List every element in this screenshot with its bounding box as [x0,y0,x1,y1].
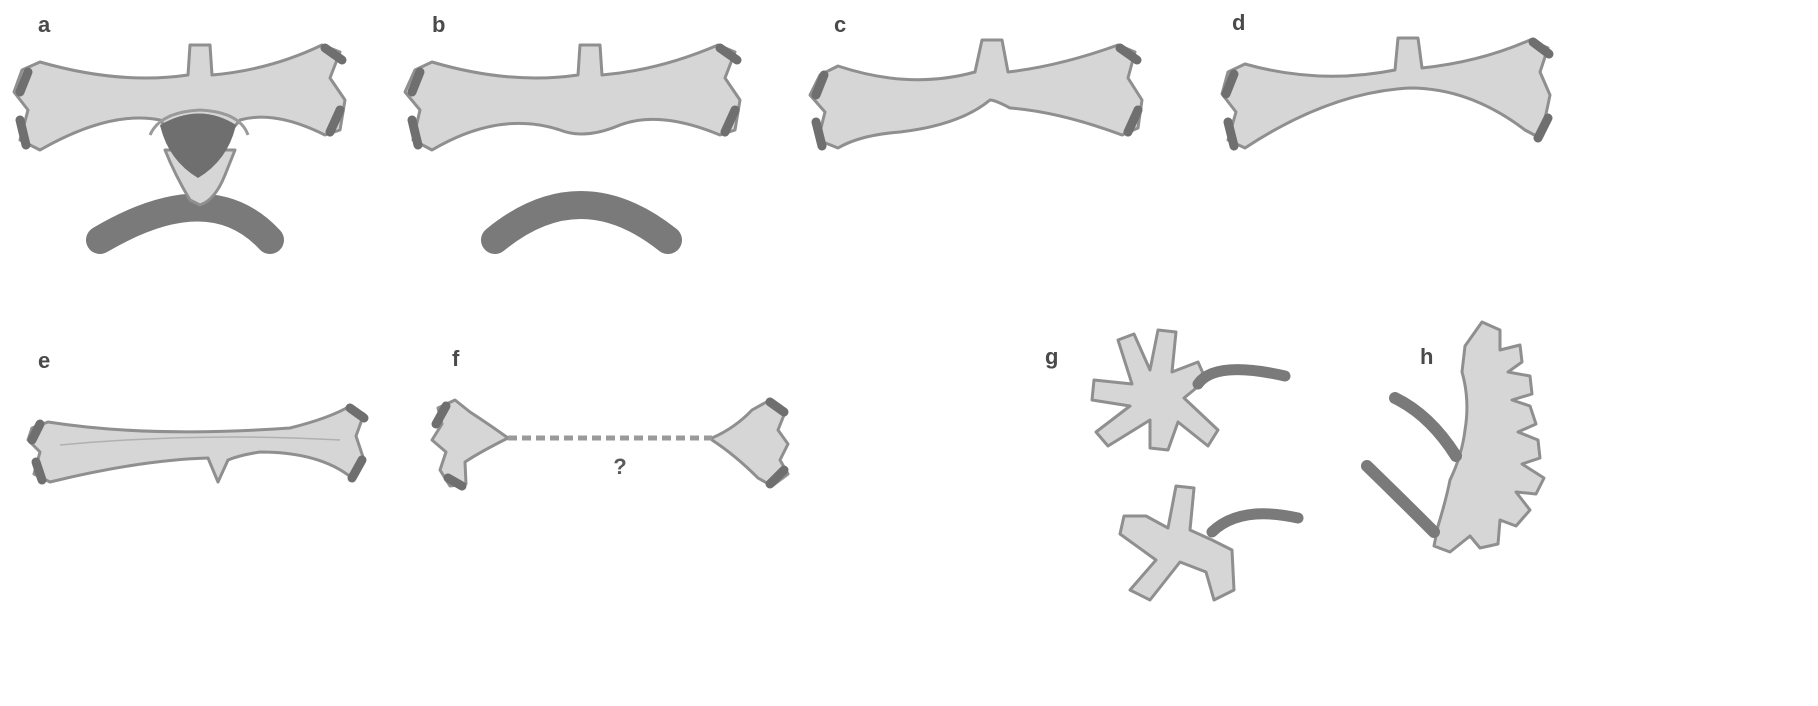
tip-icon-a2 [20,120,26,145]
cell-body-b [405,45,740,150]
panel-h: h [1367,322,1544,552]
panel-label-e: e [38,348,50,373]
panel-label-f: f [452,346,460,371]
star-cell-g1 [1092,330,1218,450]
panel-label-g: g [1045,344,1058,369]
process-h1 [1395,398,1456,456]
tip-icon-b2 [412,120,418,145]
process-g2 [1212,514,1298,532]
tip-icon-d2 [1228,122,1234,146]
panel-label-a: a [38,12,51,37]
tip-icon-e2 [36,462,42,480]
panel-d: d [1222,10,1550,148]
panel-label-b: b [432,12,445,37]
contacting-process-a [100,208,270,241]
panel-a: a [14,12,345,240]
panel-g: g [1045,330,1298,600]
star-cell-g2 [1120,486,1234,600]
panel-c: c [810,12,1142,148]
contacting-process-b [495,205,668,240]
panel-b: b [405,12,740,240]
cell-body-c [810,40,1142,148]
panel-label-h: h [1420,344,1433,369]
tip-icon-c2 [816,122,822,146]
panel-label-d: d [1232,10,1245,35]
branched-cell-h [1434,322,1544,552]
question-mark-f: ? [613,454,626,479]
panel-label-c: c [834,12,846,37]
process-g1 [1198,370,1285,384]
process-h2 [1367,466,1434,532]
panel-f: f ? [432,346,788,486]
cell-body-d [1222,38,1550,148]
panel-e: e [28,348,364,482]
